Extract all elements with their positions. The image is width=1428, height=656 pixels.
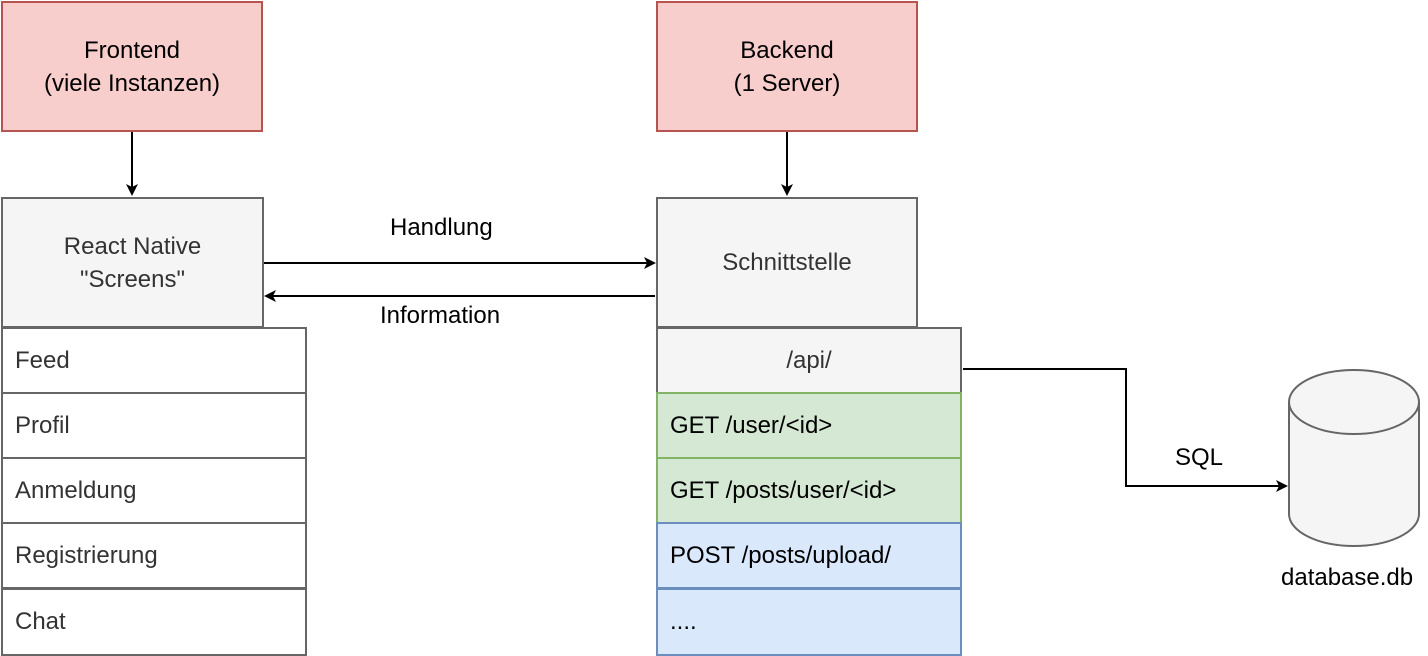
react-native-screens-box: React Native "Screens" (1, 197, 264, 328)
frontend-box: Frontend (viele Instanzen) (1, 1, 263, 132)
screen-item-feed: Feed (1, 327, 307, 394)
information-label: Information (380, 302, 501, 329)
screen-item-profil: Profil (1, 392, 307, 459)
database-cylinder-icon (1288, 369, 1420, 547)
endpoint-get-posts-user: GET /posts/user/<id> (656, 457, 962, 524)
sql-arrow (963, 368, 1288, 492)
handlung-label: Handlung (390, 214, 493, 241)
screen-item-anmeldung: Anmeldung (1, 457, 307, 524)
schnittstelle-box: Schnittstelle (656, 197, 918, 328)
api-header: /api/ (656, 327, 962, 394)
endpoint-post-upload: POST /posts/upload/ (656, 522, 962, 589)
screen-item-registrierung: Registrierung (1, 522, 307, 589)
endpoint-get-user: GET /user/<id> (656, 392, 962, 459)
backend-box: Backend (1 Server) (656, 1, 918, 132)
database-label: database.db (1281, 564, 1414, 591)
sql-label: SQL (1175, 444, 1224, 471)
endpoint-more: .... (656, 588, 962, 656)
screen-item-chat: Chat (1, 588, 307, 656)
